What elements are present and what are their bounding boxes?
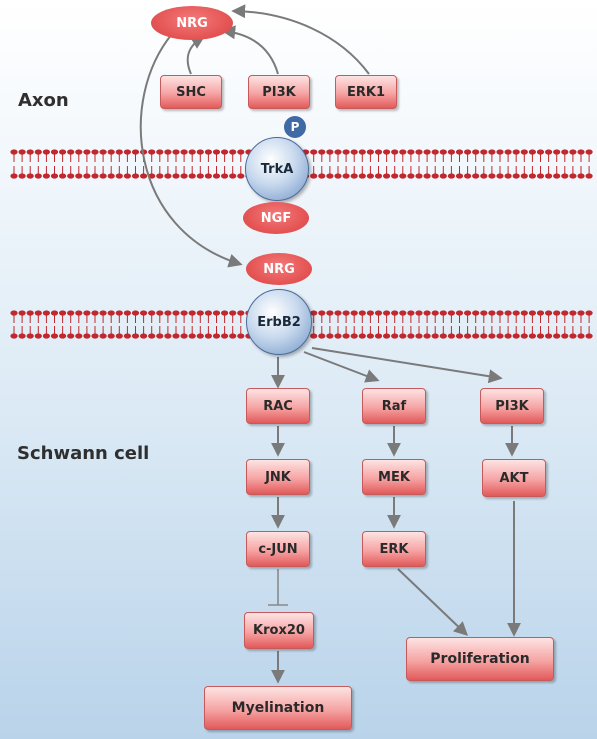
arrow-nrg-nrg xyxy=(139,33,243,268)
nrg-ligand-top: NRG xyxy=(151,6,233,40)
region-label-axon: Axon xyxy=(18,90,69,111)
ngf-ligand: NGF xyxy=(243,202,309,234)
krox20-node: Krox20 xyxy=(244,612,314,649)
akt-node: AKT xyxy=(482,459,546,497)
arrow-pi3k-nrg xyxy=(221,25,279,75)
erk1-node: ERK1 xyxy=(335,75,397,109)
mek-node: MEK xyxy=(362,459,426,495)
arrow-erbb2-pi3k xyxy=(311,347,503,384)
region-label-schwann-cell: Schwann cell xyxy=(17,443,150,464)
proliferation-outcome: Proliferation xyxy=(406,637,554,681)
rac-node: RAC xyxy=(246,388,310,424)
phosphate-marker: P xyxy=(284,116,306,138)
raf-node: Raf xyxy=(362,388,426,424)
pi3k-axon-node: PI3K xyxy=(248,75,310,109)
c-jun-node: c-JUN xyxy=(246,531,310,567)
arrow-erk-proliferation xyxy=(397,568,469,636)
arrow-shc-nrg xyxy=(186,35,206,75)
arrow-erbb2-raf xyxy=(303,351,380,383)
trka-receptor: TrkA xyxy=(245,137,309,201)
pi3k-schwann-node: PI3K xyxy=(480,388,544,424)
arrow-erk1-nrg xyxy=(231,4,370,75)
erk-node: ERK xyxy=(362,531,426,567)
jnk-node: JNK xyxy=(246,459,310,495)
shc-node: SHC xyxy=(160,75,222,109)
erbb2-receptor: ErbB2 xyxy=(246,289,312,355)
myelination-outcome: Myelination xyxy=(204,686,352,730)
inhibition-cjun-krox20 xyxy=(268,569,288,606)
nrg-ligand-bound: NRG xyxy=(246,253,312,285)
